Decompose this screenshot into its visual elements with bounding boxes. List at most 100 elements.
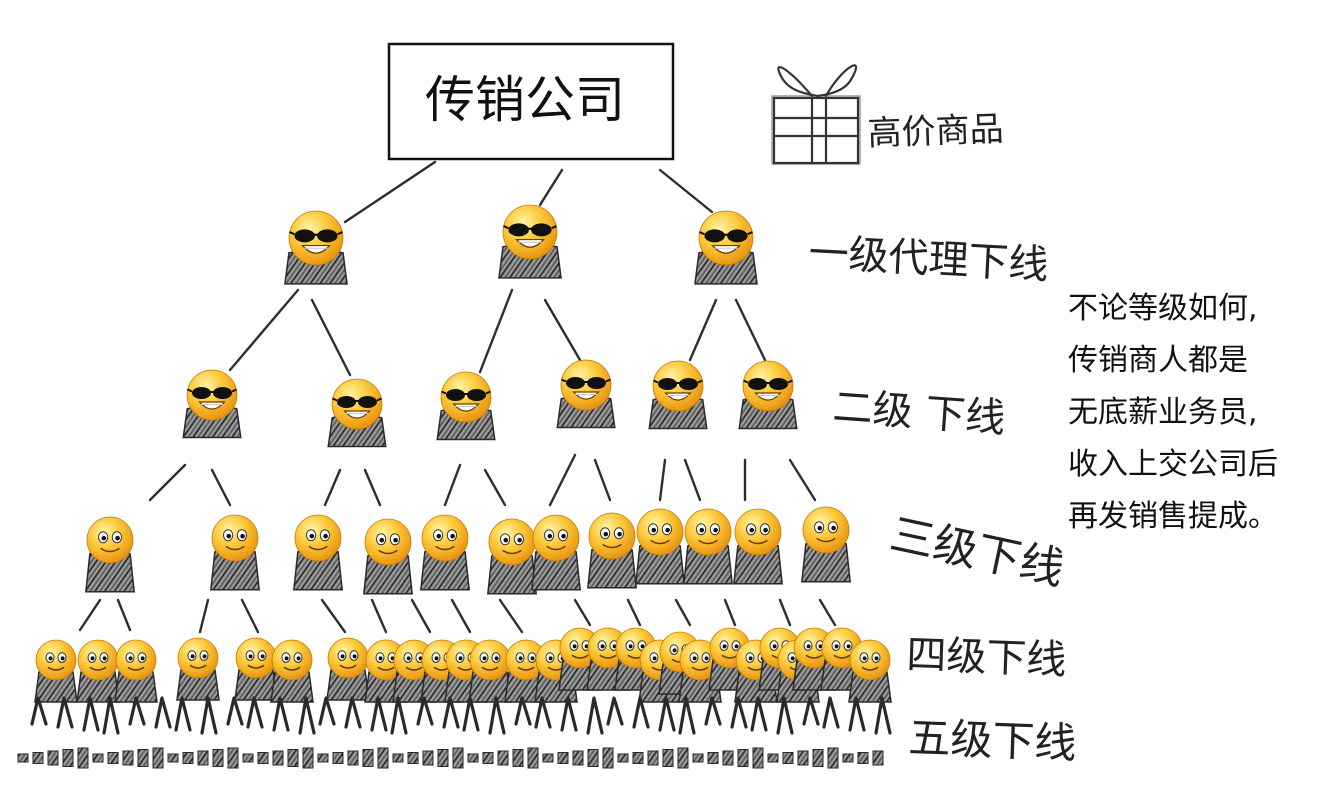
connector-line	[626, 598, 642, 627]
note-line: 不论等级如何,	[1068, 291, 1258, 326]
face-circle	[636, 508, 684, 556]
connector-line	[658, 458, 667, 502]
smiley-face-icon	[85, 516, 135, 593]
face-circle	[588, 512, 636, 560]
level-5-label: 五级下线	[908, 713, 1078, 768]
tiny-scribble-figure	[182, 752, 194, 764]
stick-figure	[514, 696, 532, 726]
smiley-face-icon	[420, 514, 470, 591]
tiny-scribble-figure	[152, 747, 164, 769]
tiny-scribble-figure	[377, 747, 389, 769]
stick-figure	[822, 696, 840, 729]
sunglasses-smiley-icon	[694, 210, 758, 285]
stick-figure	[586, 696, 604, 735]
tiny-scribble-figure	[407, 752, 419, 764]
sunglasses-smiley-icon	[182, 369, 242, 439]
stick-figure	[678, 696, 696, 735]
tiny-scribble-figure	[92, 753, 104, 763]
face-circle	[421, 514, 469, 562]
tiny-scribble-figure	[362, 749, 374, 767]
tiny-scribble-figure	[617, 753, 629, 763]
stick-figure	[776, 696, 794, 735]
connector-line	[734, 298, 767, 362]
face-circle	[440, 371, 492, 423]
smiley-face-icon	[487, 518, 537, 595]
gift-box-icon	[771, 64, 861, 165]
connector-line	[683, 458, 702, 502]
stick-figure	[56, 696, 74, 729]
stick-figure	[226, 696, 244, 726]
sunglasses-smiley-icon	[648, 360, 708, 430]
stick-figure	[848, 696, 866, 732]
face-circle	[364, 518, 412, 566]
connector-lines	[78, 160, 837, 634]
tiny-scribble-figure	[317, 753, 329, 763]
stick-figure	[318, 696, 336, 726]
connector-line	[538, 168, 564, 207]
tiny-scribble-figure	[32, 752, 44, 764]
stick-figure	[750, 696, 768, 732]
tiny-scribble-figure	[107, 752, 119, 764]
face-circle	[331, 378, 383, 430]
tiny-scribble-figure	[542, 753, 554, 763]
face-circle	[532, 514, 580, 562]
smiley-face-icon	[733, 508, 783, 585]
face-circle	[652, 360, 704, 412]
face-circle	[86, 516, 134, 564]
note-line: 传销商人都是	[1068, 343, 1248, 378]
face-circle	[698, 210, 754, 266]
smiley-face-icon	[210, 514, 260, 591]
stick-figure	[246, 696, 264, 729]
connector-line	[674, 598, 692, 627]
sunglasses-smiley-icon	[738, 360, 798, 430]
tiny-scribble-figure	[527, 747, 539, 769]
tiny-scribble-figure	[17, 753, 29, 763]
stick-figure	[632, 696, 650, 729]
tiny-scribble-figure	[62, 749, 74, 767]
tiny-scribble-figure	[632, 752, 644, 764]
tiny-scribble-figure	[392, 753, 404, 763]
tiny-scribble-figure	[137, 749, 149, 767]
stick-figure	[200, 696, 218, 735]
smiley-face-icon	[76, 639, 120, 703]
connector-line	[573, 598, 592, 627]
level-4-label: 四级下线	[906, 632, 1068, 684]
smiley-face-icon	[801, 506, 851, 583]
face-circle	[502, 204, 558, 260]
level-5-figures	[30, 696, 892, 735]
connector-line	[323, 468, 342, 507]
note-line: 无底薪业务员,	[1068, 395, 1258, 430]
tiny-scribble-figure	[647, 750, 659, 766]
connector-line	[593, 458, 612, 502]
tiny-scribble-figure	[452, 747, 464, 769]
tiny-scribble-figure	[812, 749, 824, 767]
stick-figure	[874, 696, 892, 735]
face-circle	[327, 637, 369, 679]
stick-figure	[30, 696, 48, 726]
tiny-scribble-figure	[737, 749, 749, 767]
tiny-scribble-figure	[347, 750, 359, 766]
stick-figure	[730, 696, 748, 729]
connector-line	[210, 468, 232, 507]
smiley-face-icon	[683, 508, 733, 585]
tiny-scribble-figure	[557, 752, 569, 764]
stick-figure	[658, 696, 676, 732]
stick-figure	[704, 696, 722, 726]
level-6-scribble-row	[17, 747, 884, 769]
sunglasses-smiley-icon	[284, 210, 348, 285]
tiny-scribble-figure	[272, 750, 284, 766]
tiny-scribble-figure	[422, 750, 434, 766]
smiley-face-icon	[848, 639, 892, 703]
connector-line	[688, 298, 718, 362]
connector-line	[483, 468, 507, 507]
stick-figure	[174, 696, 192, 732]
connector-line	[788, 458, 817, 502]
explanation-note: 不论等级如何, 传销商人都是 无底薪业务员, 收入上交公司后 再发销售提成。	[1068, 283, 1328, 543]
tiny-scribble-figure	[242, 753, 254, 763]
connector-line	[778, 598, 792, 627]
tiny-scribble-figure	[482, 752, 494, 764]
tiny-scribble-figure	[602, 747, 614, 769]
level-3-label: 三级下线	[886, 509, 1069, 595]
stick-figure	[154, 696, 172, 729]
